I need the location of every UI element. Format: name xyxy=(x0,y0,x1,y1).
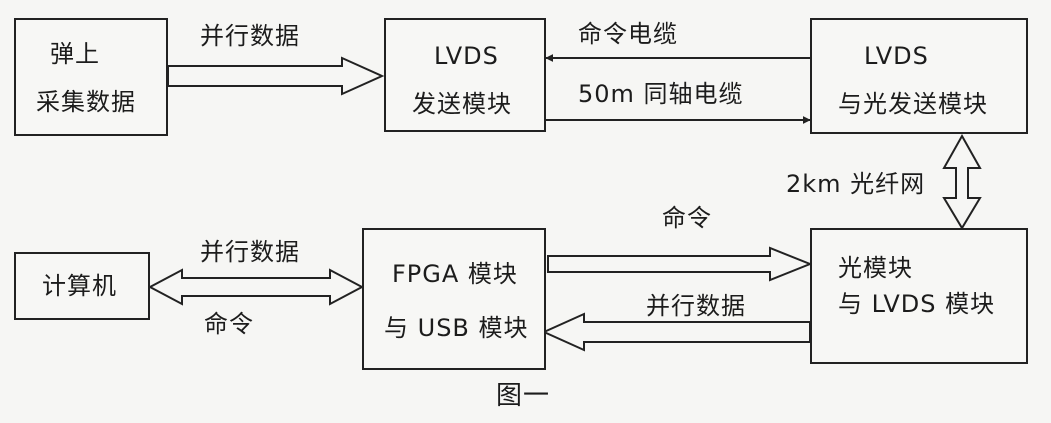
label-command-mid: 命令 xyxy=(662,204,712,232)
box-computer xyxy=(14,252,150,320)
box-optical-lvds xyxy=(810,228,1028,364)
collect-line1: 弹上 xyxy=(50,40,100,68)
lvds-tx-line1: LVDS xyxy=(434,42,499,70)
box-lvds-optical-tx xyxy=(810,18,1028,134)
fpga-usb-line2: 与 USB 模块 xyxy=(384,314,529,342)
hollow-double-arrow-computer-fpga xyxy=(147,268,365,306)
hollow-arrow-collect-to-lvds-tx xyxy=(167,56,385,96)
label-command-cable: 命令电缆 xyxy=(578,20,678,48)
lvds-optical-line2: 与光发送模块 xyxy=(838,90,988,118)
hollow-double-arrow-fiber xyxy=(942,133,982,230)
hollow-arrow-command-right xyxy=(547,246,813,282)
label-coax-cable: 50m 同轴电缆 xyxy=(578,80,744,108)
figure-caption: 图一 xyxy=(496,381,551,411)
label-parallel-data-left: 并行数据 xyxy=(200,238,300,266)
box-lvds-tx xyxy=(384,18,546,132)
label-parallel-data-bottom: 并行数据 xyxy=(646,292,746,320)
box-collect-data xyxy=(14,18,168,136)
hollow-arrow-parallel-left xyxy=(541,312,811,352)
computer-label: 计算机 xyxy=(42,272,117,300)
lvds-optical-line1: LVDS xyxy=(864,42,929,70)
box-fpga-usb xyxy=(362,228,546,370)
label-parallel-data-top: 并行数据 xyxy=(200,22,300,50)
label-fiber: 2km 光纤网 xyxy=(786,170,926,198)
lvds-tx-line2: 发送模块 xyxy=(412,90,512,118)
optical-lvds-line1: 光模块 xyxy=(838,254,913,282)
label-command-left: 命令 xyxy=(204,310,254,338)
optical-lvds-line2: 与 LVDS 模块 xyxy=(838,290,996,318)
fpga-usb-line1: FPGA 模块 xyxy=(392,260,518,288)
collect-line2: 采集数据 xyxy=(36,88,136,116)
